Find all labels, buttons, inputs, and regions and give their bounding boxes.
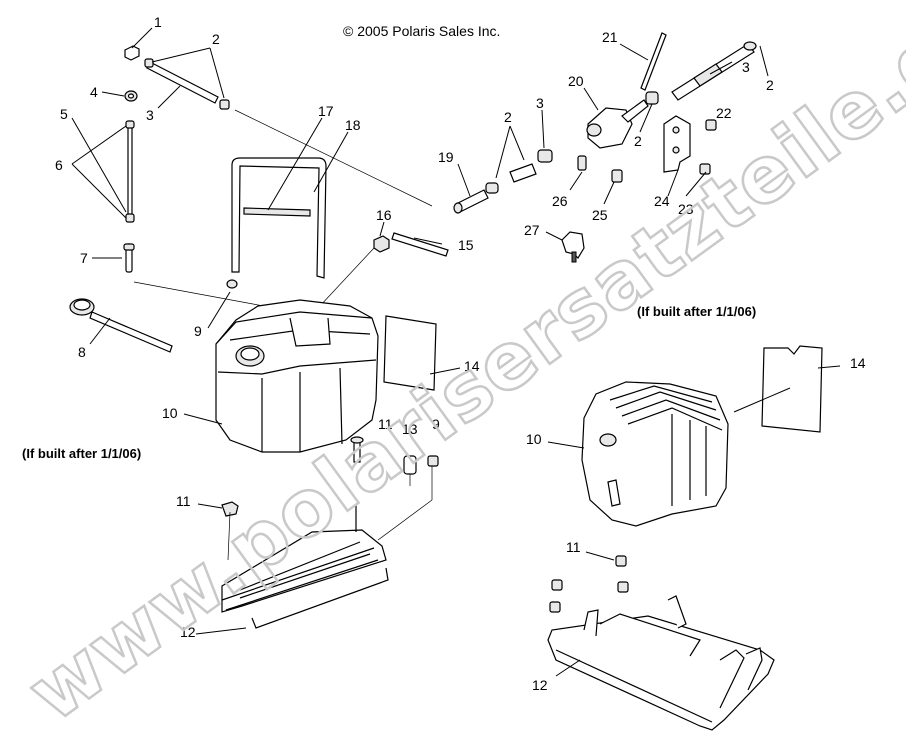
part-7-pin bbox=[123, 243, 135, 273]
callout-10: 10 bbox=[162, 405, 178, 421]
callout-11-right: 11 bbox=[566, 539, 581, 555]
callout-18: 18 bbox=[345, 117, 361, 133]
part-20-switch bbox=[586, 99, 649, 149]
part-12-frame-right bbox=[547, 595, 775, 731]
part-16-clip bbox=[373, 235, 390, 253]
part-9-nut bbox=[427, 455, 439, 467]
callout-21: 21 bbox=[602, 29, 618, 45]
callout-2: 2 bbox=[212, 31, 220, 47]
callout-20: 20 bbox=[568, 73, 584, 89]
callout-2-center: 2 bbox=[504, 109, 512, 125]
callout-14: 14 bbox=[464, 358, 480, 374]
callout-7: 7 bbox=[80, 250, 88, 266]
callout-9: 9 bbox=[194, 323, 202, 339]
part-25-bolt bbox=[611, 169, 623, 183]
part-1-clip bbox=[124, 45, 140, 61]
part-4-grommet bbox=[124, 90, 138, 102]
callout-labels: 1 2 3 4 5 6 7 8 9 10 11 11 12 13 9 14 15… bbox=[55, 14, 866, 693]
part-3-bushing-center bbox=[509, 149, 553, 183]
callout-26: 26 bbox=[552, 193, 568, 209]
callout-11: 11 bbox=[378, 416, 393, 432]
callout-13: 13 bbox=[402, 421, 418, 437]
callout-6: 6 bbox=[55, 157, 63, 173]
part-10-fuel-tank-left bbox=[215, 299, 379, 453]
callout-22: 22 bbox=[716, 105, 732, 121]
callout-8: 8 bbox=[78, 344, 86, 360]
part-18-strap bbox=[231, 157, 327, 279]
callout-11-lower: 11 bbox=[176, 493, 191, 509]
part-5-rod-vertical bbox=[125, 120, 135, 223]
callout-3-right: 3 bbox=[742, 59, 750, 75]
part-15-rod bbox=[391, 232, 449, 257]
copyright-text: © 2005 Polaris Sales Inc. bbox=[343, 23, 500, 39]
part-12-tray-left bbox=[221, 504, 389, 629]
part-14-pad-right bbox=[761, 345, 823, 433]
callout-24: 24 bbox=[654, 193, 670, 209]
part-11-bolt bbox=[350, 436, 364, 463]
callout-3: 3 bbox=[146, 107, 154, 123]
part-24-bracket bbox=[663, 115, 691, 173]
callout-9-lower: 9 bbox=[432, 416, 440, 432]
part-22-shaft bbox=[645, 41, 757, 105]
callout-17: 17 bbox=[318, 103, 334, 119]
part-8-fuel-cap bbox=[69, 298, 173, 353]
callout-23: 23 bbox=[678, 201, 694, 217]
callout-3-center: 3 bbox=[536, 95, 544, 111]
part-11-bolts-right bbox=[549, 555, 629, 613]
part-11-bolt-left bbox=[221, 501, 239, 561]
callout-15: 15 bbox=[458, 237, 474, 253]
note-built-after-right: (If built after 1/1/06) bbox=[637, 304, 756, 319]
callout-12: 12 bbox=[180, 624, 196, 640]
callout-1: 1 bbox=[154, 14, 162, 30]
leader-lines bbox=[71, 27, 841, 677]
part-27-clip bbox=[561, 231, 585, 263]
part-3-rod-top-left bbox=[144, 58, 230, 110]
callout-12-right: 12 bbox=[532, 677, 548, 693]
callout-25: 25 bbox=[592, 207, 608, 223]
callout-27: 27 bbox=[524, 222, 540, 238]
callout-16: 16 bbox=[376, 207, 392, 223]
part-19-tube bbox=[453, 182, 499, 214]
part-23-nuts bbox=[699, 119, 717, 175]
callout-14-right: 14 bbox=[850, 355, 866, 371]
note-built-after-left: (If built after 1/1/06) bbox=[22, 446, 141, 461]
part-21-cable bbox=[640, 32, 667, 91]
callout-5: 5 bbox=[60, 106, 68, 122]
part-14-pad-left bbox=[383, 315, 437, 391]
callout-4: 4 bbox=[90, 84, 98, 100]
callout-2-switch: 2 bbox=[634, 133, 642, 149]
callout-10-right: 10 bbox=[526, 431, 542, 447]
callout-2-right: 2 bbox=[766, 77, 774, 93]
callout-19: 19 bbox=[438, 149, 454, 165]
part-26-bolt bbox=[577, 155, 587, 171]
guide-line bbox=[377, 499, 433, 541]
part-9-grommet bbox=[226, 279, 238, 289]
part-10-fuel-tank-right bbox=[581, 381, 729, 527]
